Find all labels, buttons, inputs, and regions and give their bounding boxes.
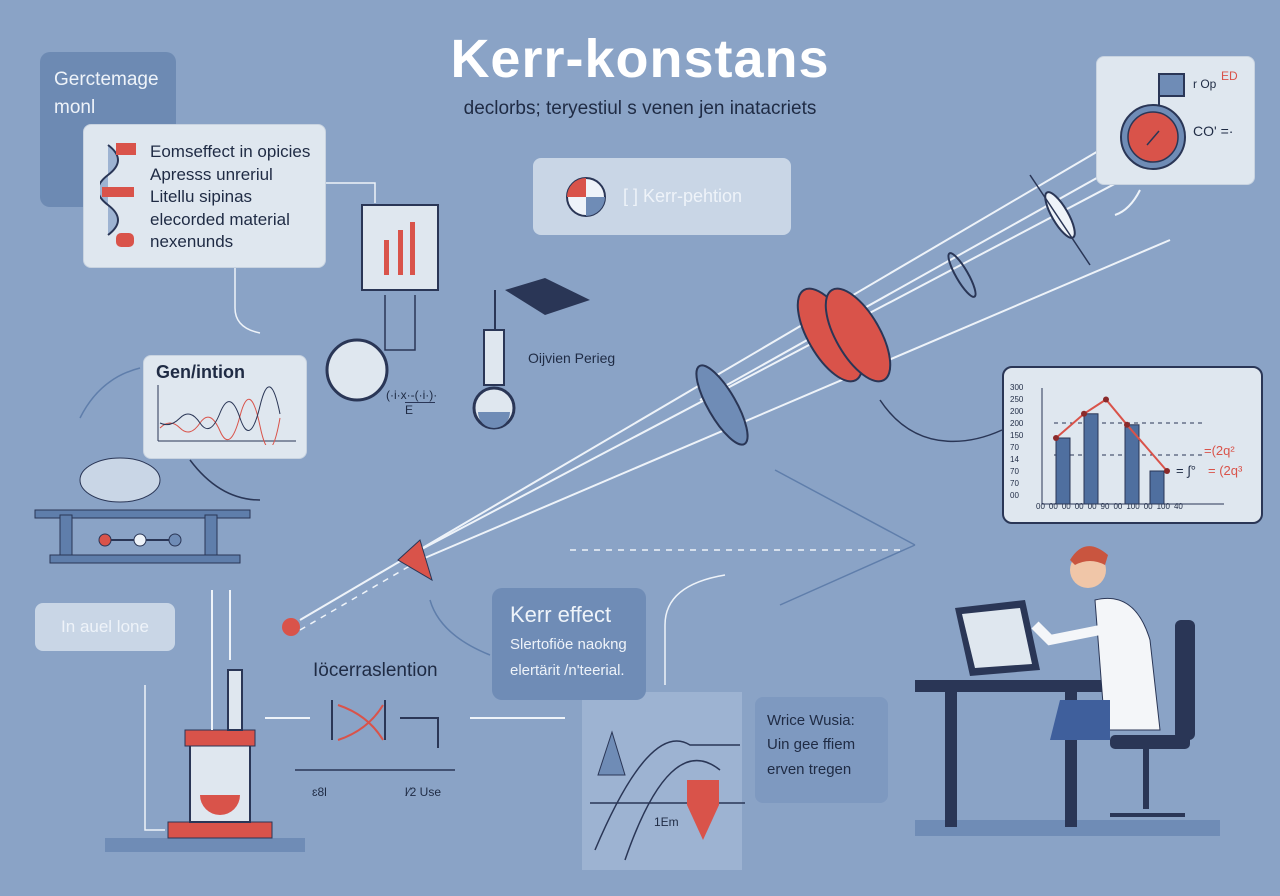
note-line: erven tregen (767, 761, 852, 778)
info-line: nexenunds (150, 232, 234, 251)
trend-line (1055, 398, 1168, 472)
note-line: Wrice Wusia: (767, 712, 855, 729)
dna-helix-icon (100, 143, 136, 247)
data-point (1103, 396, 1109, 403)
x-tick-label: 00 (1036, 502, 1045, 511)
x-tick-label: 00 (1048, 502, 1058, 511)
y-tick-label: 300 (1010, 383, 1024, 392)
flask-label: Oijvien Perieg (528, 350, 616, 366)
left-pill: In auel lone (35, 603, 175, 651)
kerr-effect-line: Slertofiöe naokng (510, 636, 627, 653)
y-tick-label: 150 (1010, 431, 1024, 440)
info-line: Eomseffect in opicies (150, 142, 311, 161)
data-point (1053, 435, 1059, 441)
note-line: Uin gee ffiem (767, 736, 856, 753)
y-tick-label: 14 (1010, 455, 1019, 464)
x-tick-label: 00 (1113, 502, 1123, 511)
equation-1: =(2q² (1204, 443, 1235, 458)
box-label: Gerctemage (54, 69, 159, 90)
formula-sub: E (405, 402, 435, 417)
kerr-effect-title: Kerr effect (510, 602, 612, 627)
info-card: Eomseffect in opicies Apresss unreriul L… (83, 124, 326, 268)
info-line: Litellu sipinas (150, 187, 253, 206)
y-tick-label: 00 (1010, 491, 1019, 500)
device-label-red: ED (1221, 69, 1238, 83)
flask-icon (483, 329, 505, 386)
x-tick-label: 90 (1100, 502, 1110, 511)
graduation-cap-icon (505, 278, 590, 315)
correlation-label-right: l⁄2 Use (405, 785, 442, 799)
detector-icon (1120, 73, 1186, 170)
equation-2-red: = (2q³ (1208, 463, 1243, 478)
info-line: Apresss unreriul (150, 164, 273, 184)
page-title: Kerr-konstans (450, 29, 830, 89)
data-point (1164, 468, 1170, 474)
light-source-icon (282, 618, 300, 636)
bar (1083, 413, 1099, 505)
correlation-label-left: ɛ8l (312, 785, 327, 799)
device-label: r Op (1193, 77, 1217, 91)
page-subtitle: declorbs; teryestiul s venen jen inatacr… (463, 98, 817, 119)
correlation-title: Iöcerraslention (313, 660, 438, 681)
generation-title: Gen/intion (156, 362, 245, 382)
box-label: monl (54, 97, 96, 118)
scientist-figure (1094, 597, 1161, 731)
gauge-icon (325, 338, 389, 402)
data-point (1124, 421, 1130, 428)
bar (1124, 424, 1140, 505)
bar (1055, 437, 1071, 505)
info-line: elecorded material (150, 209, 290, 229)
y-tick-label: 250 (1010, 395, 1024, 404)
x-tick-label: 100 (1126, 502, 1140, 511)
x-tick-label: 00 (1087, 502, 1097, 511)
lens-icon (695, 364, 749, 446)
device-label: CO' =· (1193, 123, 1234, 139)
graph-label: 1Em (654, 815, 679, 829)
top-right-device: r Op ED CO' =· (1096, 56, 1255, 185)
x-tick-label: 00 (1143, 502, 1153, 511)
formula-label: (·i·x·-(·i·)· (386, 388, 438, 402)
bar (1149, 470, 1165, 505)
x-tick-label: 00 (1074, 502, 1084, 511)
kerr-effect-box: Kerr effect Slertofiöe naokng elertärit … (492, 588, 646, 700)
note-box: Wrice Wusia: Uin gee ffiem erven tregen (755, 697, 888, 803)
y-tick-label: 200 (1010, 419, 1024, 428)
y-tick-label: 70 (1010, 479, 1019, 488)
kerr-pill: [ ] Kerr-pehtion (533, 158, 791, 235)
waveform-icon (157, 385, 296, 449)
equation-2: = ∫° (1176, 463, 1196, 478)
y-tick-label: 200 (1010, 407, 1024, 416)
y-tick-label: 70 (1010, 443, 1019, 452)
x-tick-label: 100 (1156, 502, 1170, 511)
y-tick-label: 70 (1010, 467, 1019, 476)
kerr-effect-line: elertärit /n'teerial. (510, 662, 625, 679)
data-point (1081, 410, 1087, 417)
kerr-pill-label: [ ] Kerr-pehtion (623, 186, 743, 206)
x-tick-label: 00 (1061, 502, 1071, 511)
pie-icon (566, 176, 606, 217)
generation-card: Gen/intion (143, 355, 307, 459)
x-tick-label: 40 (1173, 502, 1183, 511)
chair-icon (1175, 620, 1195, 740)
